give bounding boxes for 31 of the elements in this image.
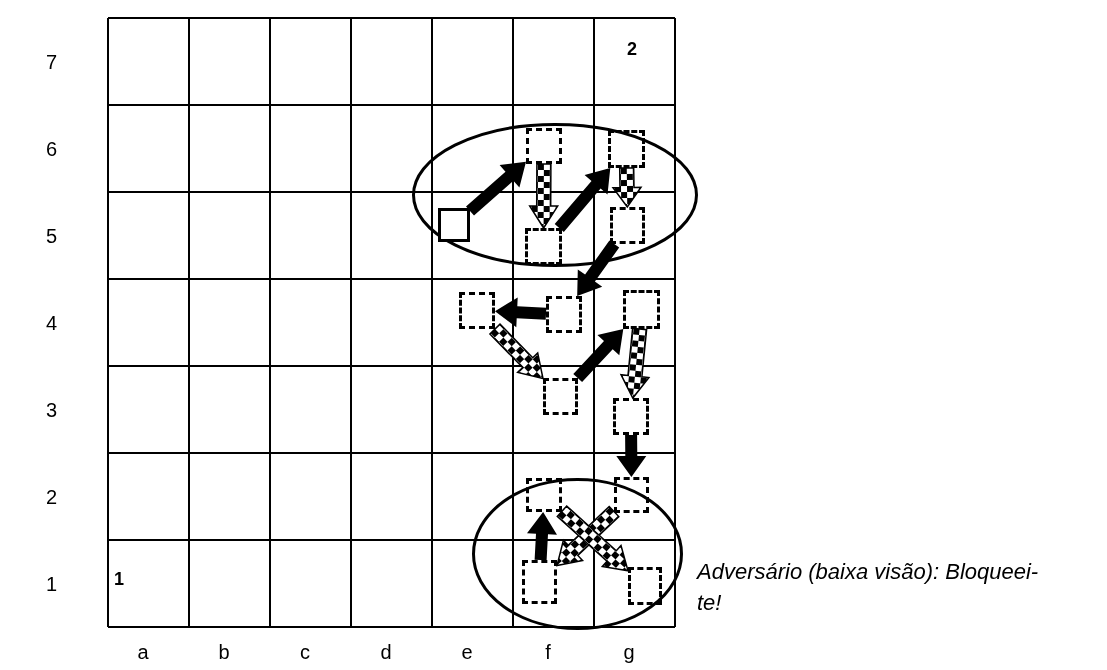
row-number: 5 [46,226,58,246]
column-letter: f [545,642,551,662]
arrow [616,435,647,477]
arrow [554,168,611,232]
checkered-arrow [488,323,544,380]
arrow [577,240,620,296]
row-number: 4 [46,313,58,333]
column-letter: g [623,642,635,662]
piece-square [438,208,470,242]
column-letter: d [380,642,392,662]
dashed-square [628,567,662,605]
arrow [573,329,624,383]
checkered-arrow [611,167,643,209]
column-letter: e [461,642,473,662]
player-number: 1 [114,570,124,588]
row-number: 2 [46,487,58,507]
player-number: 2 [627,40,637,58]
column-letter: b [218,642,230,662]
checkered-arrow [556,504,630,572]
arrow [495,297,547,328]
column-letter: a [137,642,149,662]
arrow [466,161,526,216]
arrow [527,512,557,561]
checkered-arrow [528,163,560,230]
row-number: 6 [46,139,58,159]
row-number: 7 [46,52,58,72]
checkered-arrow [619,327,651,400]
row-number: 3 [46,400,58,420]
column-letter: c [300,642,310,662]
caption-text: Adversário (baixa visão): Bloqueei-te! [697,558,1040,617]
row-number: 1 [46,574,58,594]
